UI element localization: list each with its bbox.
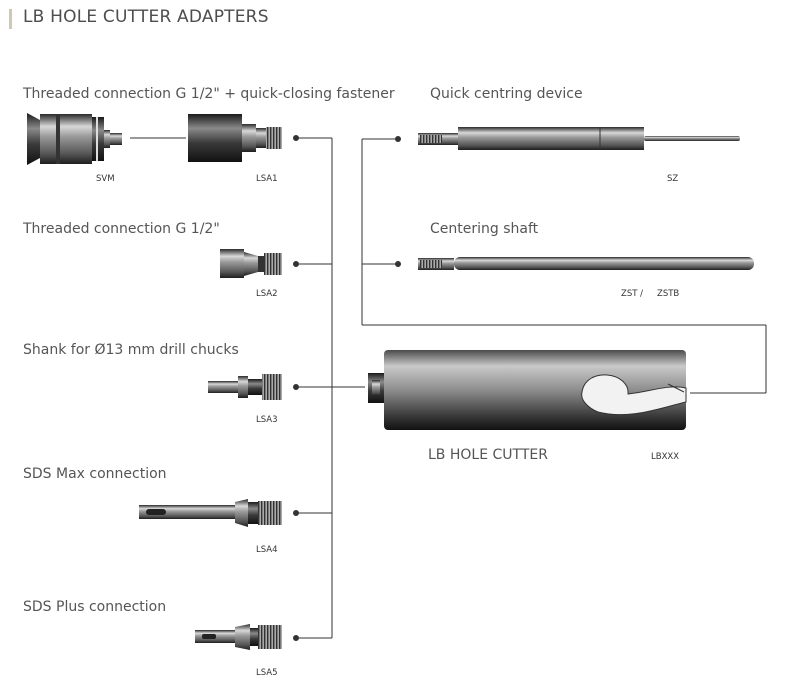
label-sds-plus: SDS Plus connection — [23, 599, 167, 615]
connector-lines — [130, 137, 767, 639]
label-threaded: Threaded connection G 1/2" — [23, 221, 220, 237]
label-hole-cutter: LB HOLE CUTTER — [428, 447, 548, 463]
code-sz: SZ — [667, 174, 679, 184]
label-centering-shaft: Centering shaft — [430, 221, 539, 237]
code-lsa4: LSA4 — [256, 545, 278, 555]
label-quick-centring: Quick centring device — [430, 86, 583, 102]
lb-hole-cutter-image — [368, 350, 687, 430]
sz-quick-centring-image — [418, 127, 740, 150]
code-lbxxx: LBXXX — [651, 452, 680, 462]
lsa5-adapter-image — [195, 624, 282, 650]
lsa2-adapter-image — [220, 249, 282, 278]
svm-fastener-image — [27, 113, 122, 165]
connector-dots — [293, 135, 401, 641]
title-accent-bar — [9, 9, 12, 29]
lsa1-adapter-image — [188, 114, 282, 162]
code-zstb: ZSTB — [657, 289, 680, 299]
code-lsa5: LSA5 — [256, 668, 278, 678]
lsa4-adapter-image — [139, 499, 282, 527]
lsa3-adapter-image — [208, 374, 282, 400]
label-sds-max: SDS Max connection — [23, 466, 167, 482]
label-shank: Shank for Ø13 mm drill chucks — [23, 342, 239, 358]
zst-centering-shaft-image — [418, 257, 754, 270]
code-lsa3: LSA3 — [256, 415, 278, 425]
page-title: LB HOLE CUTTER ADAPTERS — [23, 7, 269, 27]
code-zst: ZST / — [621, 289, 643, 299]
code-lsa1: LSA1 — [256, 174, 278, 184]
code-svm: SVM — [96, 174, 115, 184]
label-threaded-fastener: Threaded connection G 1/2" + quick-closi… — [23, 86, 395, 102]
code-lsa2: LSA2 — [256, 289, 278, 299]
